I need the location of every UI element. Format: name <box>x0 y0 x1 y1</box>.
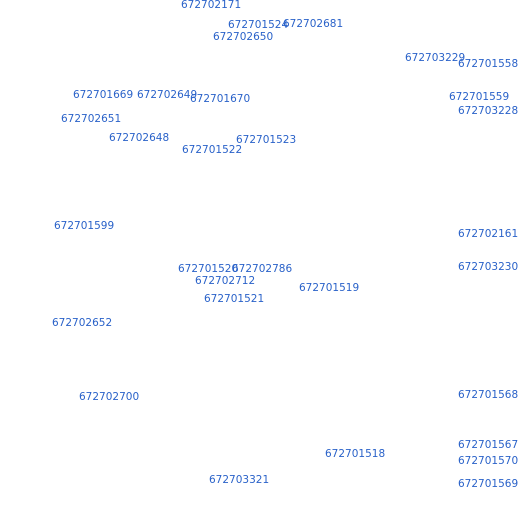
parcel-label[interactable]: 672701519 <box>299 282 360 294</box>
parcel-label[interactable]: 672701522 <box>182 144 243 156</box>
parcel-label[interactable]: 672701559 <box>449 91 510 103</box>
parcel-label[interactable]: 672701558 <box>458 58 518 70</box>
parcel-label[interactable]: 672701518 <box>325 448 386 460</box>
parcel-label[interactable]: 672701569 <box>458 478 518 490</box>
parcel-label[interactable]: 672703230 <box>458 261 518 273</box>
parcel-label[interactable]: 672701599 <box>54 220 115 232</box>
parcel-label[interactable]: 672701670 <box>190 93 251 105</box>
parcel-label[interactable]: 672702648 <box>109 132 170 144</box>
parcel-label[interactable]: 672701567 <box>458 439 518 451</box>
parcel-label[interactable]: 672701524 <box>228 19 289 31</box>
parcel-label[interactable]: 672702171 <box>181 0 242 11</box>
parcel-label[interactable]: 672701523 <box>236 134 297 146</box>
parcel-label[interactable]: 672702161 <box>458 228 518 240</box>
parcel-label[interactable]: 672702650 <box>213 31 274 43</box>
parcel-label[interactable]: 672702652 <box>52 317 113 329</box>
parcel-label[interactable]: 672702712 <box>195 275 256 287</box>
parcel-label[interactable]: 672702649 <box>137 89 198 101</box>
parcel-label[interactable]: 672701669 <box>73 89 134 101</box>
parcel-label[interactable]: 672703228 <box>458 105 518 117</box>
parcel-label[interactable]: 672702681 <box>283 18 344 30</box>
parcel-label[interactable]: 672702700 <box>79 391 140 403</box>
parcel-label[interactable]: 672701521 <box>204 293 265 305</box>
parcel-label[interactable]: 672702651 <box>61 113 122 125</box>
parcel-label[interactable]: 672703321 <box>209 474 270 486</box>
parcel-label[interactable]: 672703229 <box>405 52 466 64</box>
parcel-label[interactable]: 672701568 <box>458 389 518 401</box>
parcel-label[interactable]: 672702786 <box>232 263 293 275</box>
parcel-label[interactable]: 672701520 <box>178 263 239 275</box>
parcel-label[interactable]: 672701570 <box>458 455 518 467</box>
